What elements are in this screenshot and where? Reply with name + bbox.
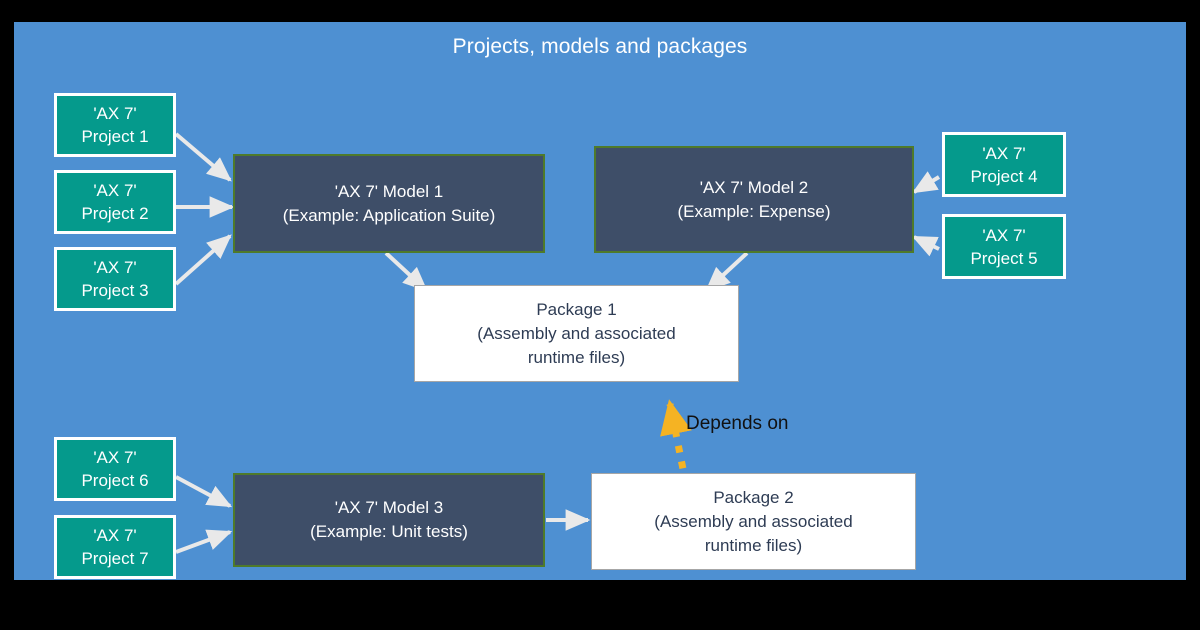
node-package-2-line3: runtime files): [704, 535, 803, 555]
arrow-depends-on: [660, 399, 692, 485]
node-project-6-line1: 'AX 7': [93, 448, 137, 467]
node-project-2[interactable]: 'AX 7' Project 2: [54, 170, 176, 234]
node-model-3-line2: (Example: Unit tests): [310, 522, 468, 541]
node-package-1-line1: Package 1: [536, 299, 617, 319]
node-package-1-line2: (Assembly and associated: [477, 323, 676, 343]
node-project-7-label: 'AX 7' Project 7: [81, 524, 148, 570]
node-project-7-line1: 'AX 7': [93, 526, 137, 545]
node-project-3-line2: Project 3: [81, 281, 149, 300]
node-model-1-line2: (Example: Application Suite): [282, 205, 496, 225]
node-model-3[interactable]: 'AX 7' Model 3 (Example: Unit tests): [233, 473, 545, 567]
node-project-6[interactable]: 'AX 7' Project 6: [54, 437, 176, 501]
node-package-1-label: Package 1 (Assembly and associated runtime…: [477, 298, 675, 370]
node-package-2[interactable]: Package 2 (Assembly and associated runtime…: [591, 473, 916, 570]
node-model-2-line2: (Example: Expense): [677, 201, 831, 221]
node-model-3-label: 'AX 7' Model 3 (Example: Unit tests): [310, 496, 468, 544]
node-package-2-label: Package 2 (Assembly and associated runtime…: [654, 486, 852, 558]
arrow-project6-model3: [175, 475, 233, 508]
node-project-5-line2: Project 5: [970, 248, 1038, 268]
node-model-2-label: 'AX 7' Model 2 (Example: Expense): [677, 176, 830, 224]
node-project-6-line2: Project 6: [81, 471, 149, 490]
arrow-project1-model1: [174, 132, 232, 182]
node-project-3-label: 'AX 7' Project 3: [81, 256, 148, 302]
node-project-1[interactable]: 'AX 7' Project 1: [54, 93, 176, 157]
node-project-7[interactable]: 'AX 7' Project 7: [54, 515, 176, 579]
node-project-4[interactable]: 'AX 7' Project 4: [942, 132, 1066, 197]
node-project-2-line2: Project 2: [81, 204, 149, 223]
diagram-canvas: Projects, models and packages: [14, 22, 1186, 580]
node-project-4-label: 'AX 7' Project 4: [970, 142, 1037, 188]
node-model-1-label: 'AX 7' Model 1 (Example: Application Suit…: [283, 180, 496, 228]
node-model-3-line1: 'AX 7' Model 3: [334, 498, 444, 517]
node-project-4-line2: Project 4: [970, 166, 1038, 186]
node-project-1-line2: Project 1: [81, 127, 149, 146]
node-project-3-line1: 'AX 7': [93, 258, 137, 277]
node-project-1-line1: 'AX 7': [93, 104, 137, 123]
node-model-1-line1: 'AX 7' Model 1: [334, 181, 444, 201]
node-project-7-line2: Project 7: [81, 549, 149, 568]
node-package-2-line1: Package 2: [713, 487, 794, 507]
node-project-6-label: 'AX 7' Project 6: [81, 446, 148, 492]
node-model-2[interactable]: 'AX 7' Model 2 (Example: Expense): [594, 146, 914, 253]
node-project-2-line1: 'AX 7': [93, 181, 137, 200]
node-project-5-label: 'AX 7' Project 5: [970, 224, 1037, 270]
node-project-3[interactable]: 'AX 7' Project 3: [54, 247, 176, 311]
arrow-project4-model2: [911, 171, 941, 194]
arrow-project7-model3: [175, 529, 233, 554]
node-project-2-label: 'AX 7' Project 2: [81, 179, 148, 225]
node-project-5-line1: 'AX 7': [982, 225, 1026, 245]
node-project-5[interactable]: 'AX 7' Project 5: [942, 214, 1066, 279]
node-package-1[interactable]: Package 1 (Assembly and associated runtime…: [414, 285, 739, 382]
node-package-2-line2: (Assembly and associated: [654, 511, 853, 531]
arrow-project5-model2: [911, 235, 940, 257]
node-project-1-label: 'AX 7' Project 1: [81, 102, 148, 148]
diagram-title: Projects, models and packages: [452, 35, 748, 58]
node-model-2-line1: 'AX 7' Model 2: [699, 177, 809, 197]
depends-on-label: Depends on: [686, 413, 789, 434]
arrow-project3-model1: [174, 234, 232, 286]
node-package-1-line3: runtime files): [527, 347, 626, 367]
node-project-4-line1: 'AX 7': [982, 143, 1026, 163]
node-model-1[interactable]: 'AX 7' Model 1 (Example: Application Suit…: [233, 154, 545, 253]
